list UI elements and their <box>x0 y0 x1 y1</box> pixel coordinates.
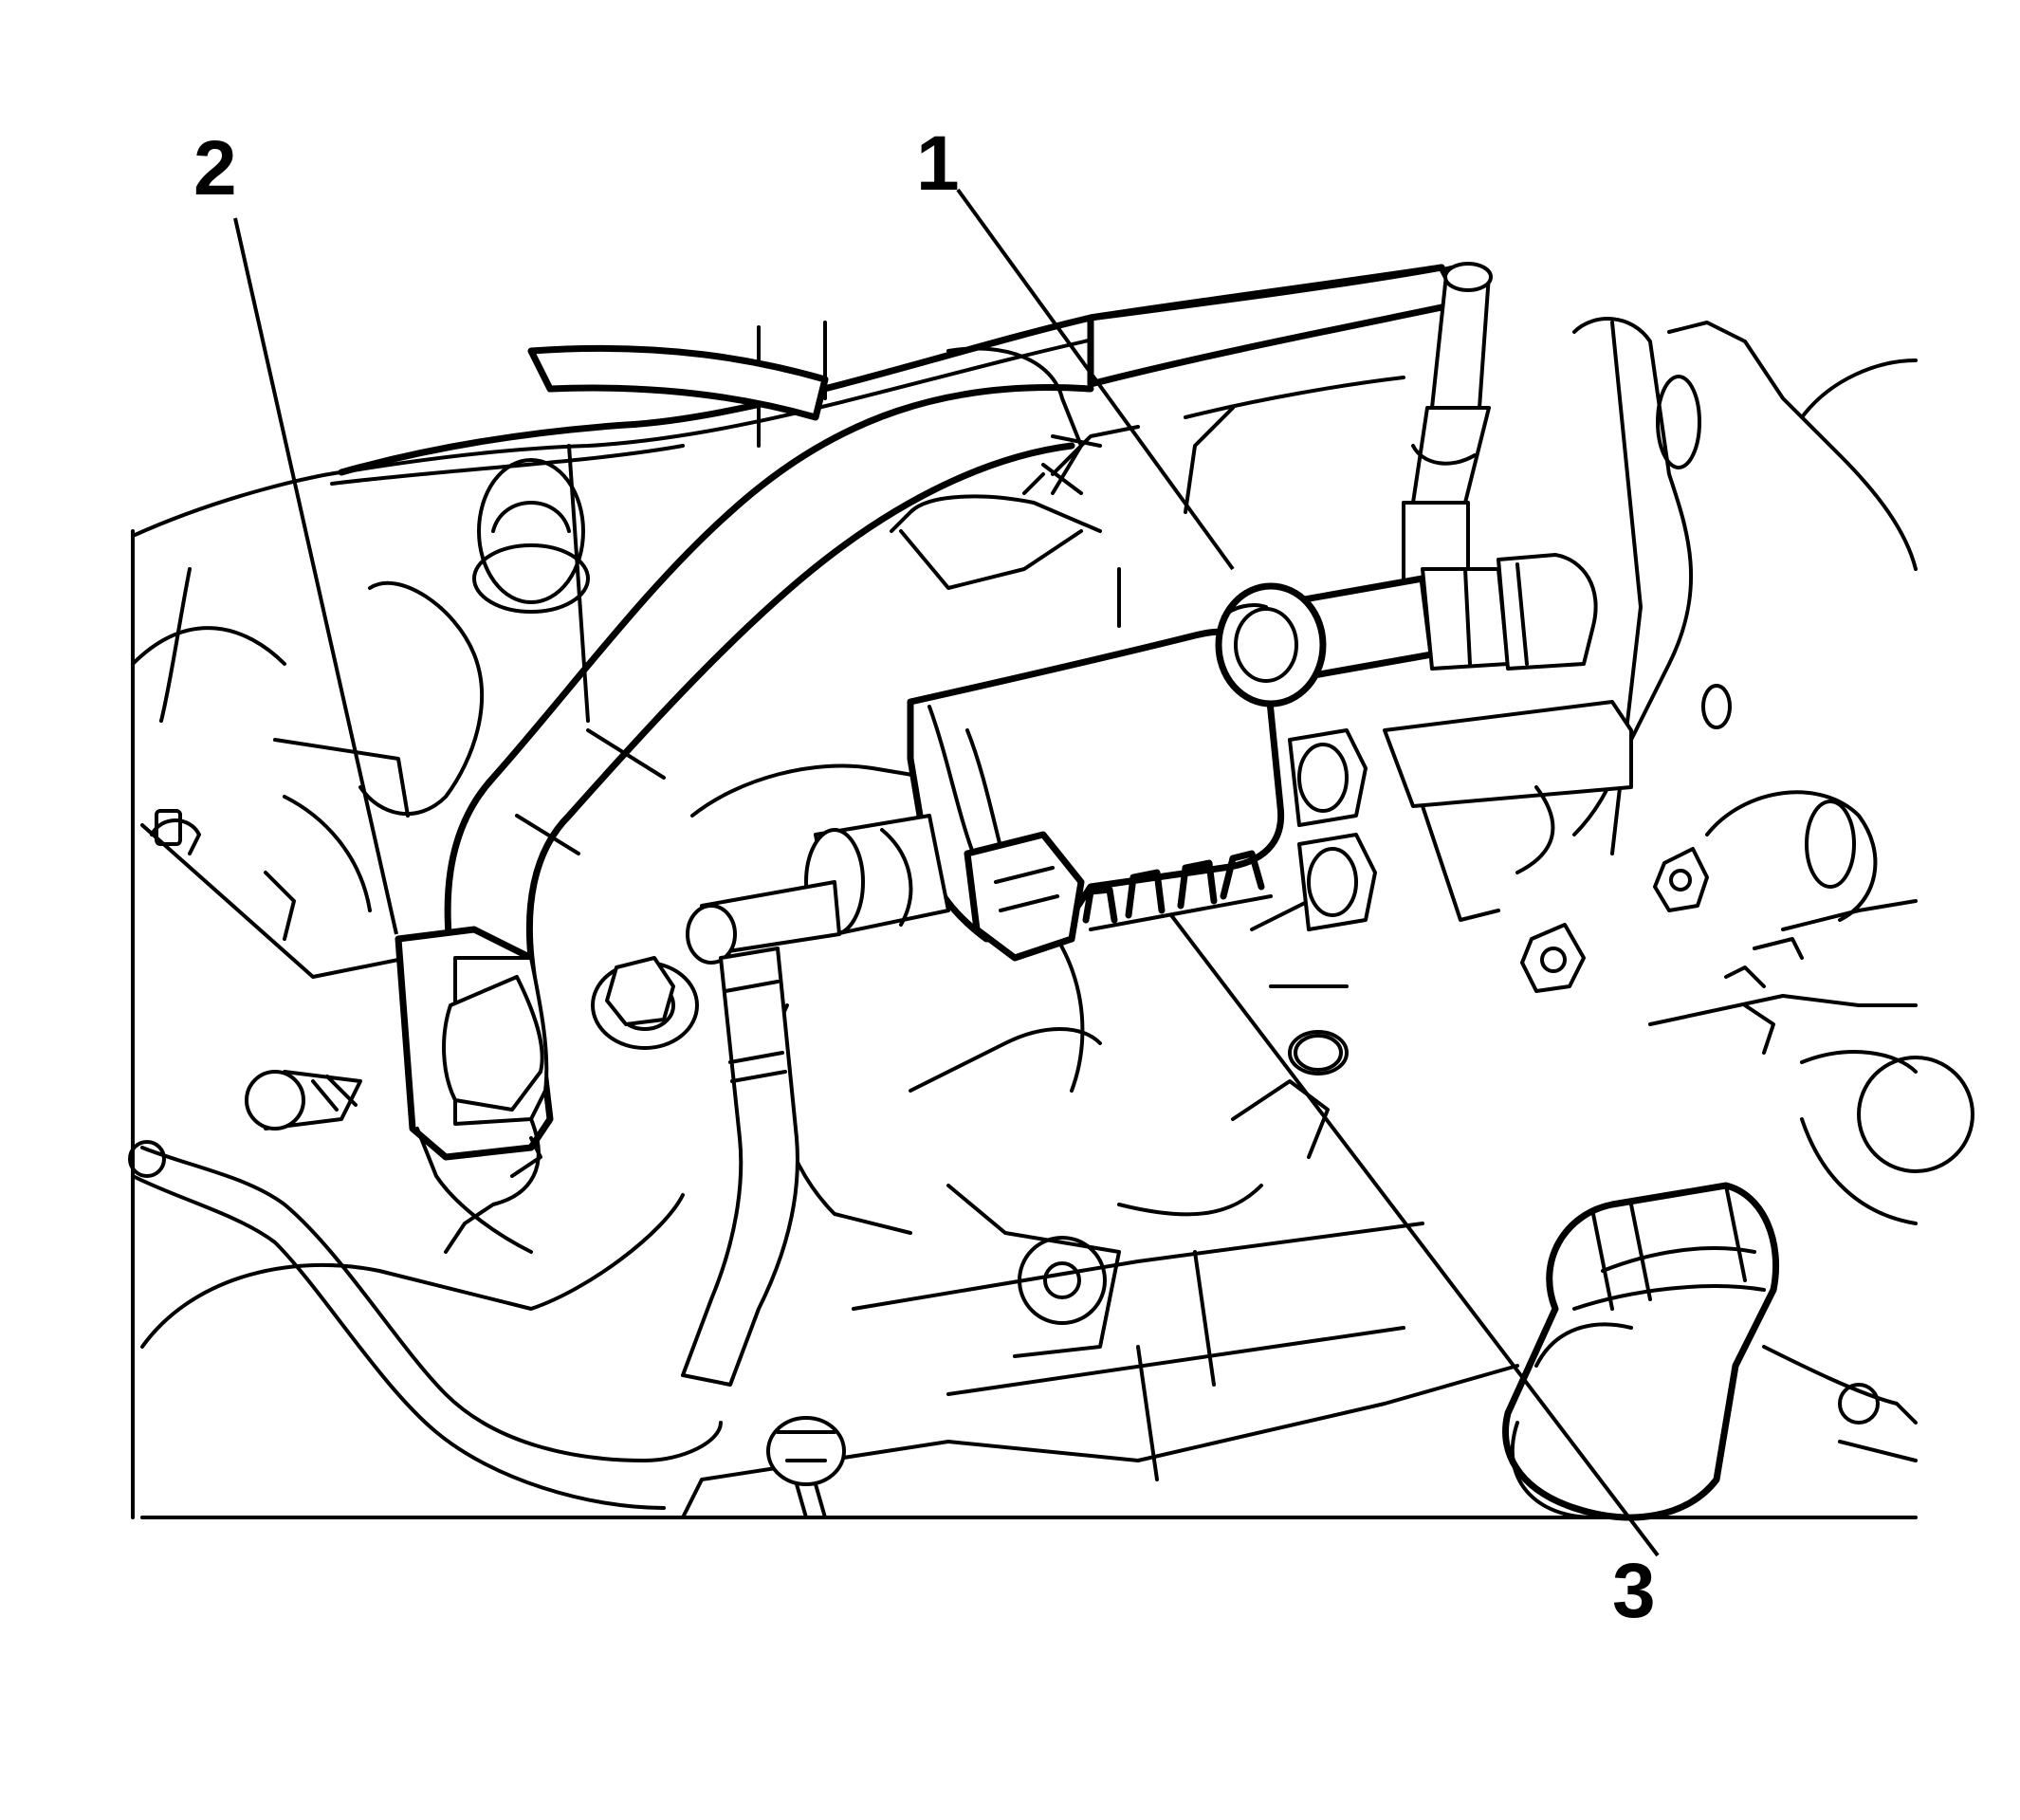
inlet-hose <box>681 814 950 1387</box>
callout-leaders <box>233 188 1660 1557</box>
coupler-hose <box>1502 1182 1780 1521</box>
bolt-icon <box>1520 923 1586 993</box>
bolt-icon <box>1653 847 1709 912</box>
leader-line-1 <box>956 188 1235 571</box>
callout-labels: 1 2 3 <box>193 120 1656 1634</box>
leader-line-2 <box>233 217 398 935</box>
harness-hose <box>444 344 1102 962</box>
leader-line-3 <box>1169 913 1660 1557</box>
engine-background <box>128 266 1974 1519</box>
callout-label-3: 3 <box>1612 1548 1656 1634</box>
fuel-injector <box>245 1070 362 1131</box>
top-hose <box>338 264 1464 476</box>
callout-label-2: 2 <box>193 125 237 211</box>
vent-hose <box>1402 262 1493 590</box>
hose-retaining-clip <box>395 926 554 1254</box>
callout-label-1: 1 <box>916 120 960 207</box>
sensor-connector <box>766 1416 846 1519</box>
purge-solenoid-valve <box>907 553 1633 962</box>
